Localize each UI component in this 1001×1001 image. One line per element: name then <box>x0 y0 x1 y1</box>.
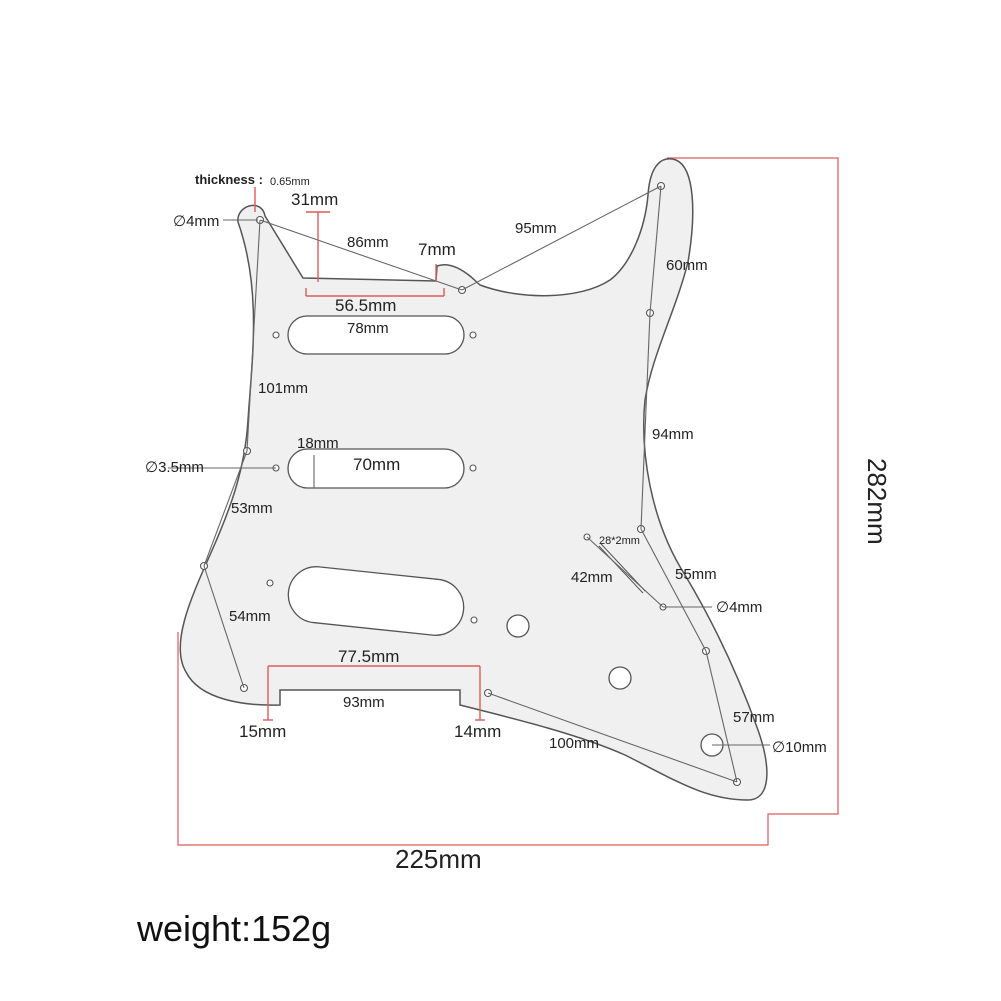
dim-28x2mm: 28*2mm <box>599 535 640 547</box>
screw-hole <box>470 616 478 624</box>
screw-hole <box>266 579 274 587</box>
dim-56-5mm: 56.5mm <box>335 296 396 315</box>
dim-100mm: 100mm <box>549 735 599 752</box>
screw-hole <box>272 331 280 339</box>
dim-53mm: 53mm <box>231 500 273 517</box>
dim-hole-4mm-right: ∅4mm <box>716 599 762 616</box>
dim-18mm: 18mm <box>297 435 339 452</box>
screw-hole <box>469 464 477 472</box>
weight-label: weight:152g <box>137 908 332 949</box>
dim-hole-10mm: ∅10mm <box>772 739 827 756</box>
dim-86mm: 86mm <box>347 234 389 251</box>
screw-hole <box>469 331 477 339</box>
dim-93mm: 93mm <box>343 694 385 711</box>
screw-measure-lines <box>168 185 770 783</box>
dim-57mm: 57mm <box>733 709 775 726</box>
dim-15mm: 15mm <box>239 722 286 741</box>
dim-55mm: 55mm <box>675 566 717 583</box>
dim-14mm: 14mm <box>454 722 501 741</box>
overall-height-282mm: 282mm <box>862 458 892 545</box>
thickness-value: 0.65mm <box>270 176 310 188</box>
dim-95mm: 95mm <box>515 220 557 237</box>
dim-31mm: 31mm <box>291 190 338 209</box>
dim-70mm: 70mm <box>353 455 400 474</box>
bridge-pickup-slot <box>287 566 465 636</box>
dim-42mm: 42mm <box>571 569 613 586</box>
neck-pickup-slot <box>287 315 465 355</box>
dim-60mm: 60mm <box>666 257 708 274</box>
overall-dimension-frame <box>177 157 839 846</box>
tone-knob-hole-1 <box>608 666 632 690</box>
dim-94mm: 94mm <box>652 426 694 443</box>
thickness-label: thickness : <box>195 172 263 187</box>
dim-78mm: 78mm <box>347 320 389 337</box>
volume-knob-hole <box>506 614 530 638</box>
dim-77-5mm: 77.5mm <box>338 647 399 666</box>
red-dimension-markers <box>254 187 485 721</box>
dim-hole-3-5mm: ∅3.5mm <box>145 459 204 476</box>
middle-pickup-slot <box>287 448 465 489</box>
dim-54mm: 54mm <box>229 608 271 625</box>
dim-7mm: 7mm <box>418 240 456 259</box>
dim-hole-4mm-left: ∅4mm <box>173 213 219 230</box>
dim-101mm: 101mm <box>258 380 308 397</box>
overall-width-225mm: 225mm <box>395 844 482 874</box>
